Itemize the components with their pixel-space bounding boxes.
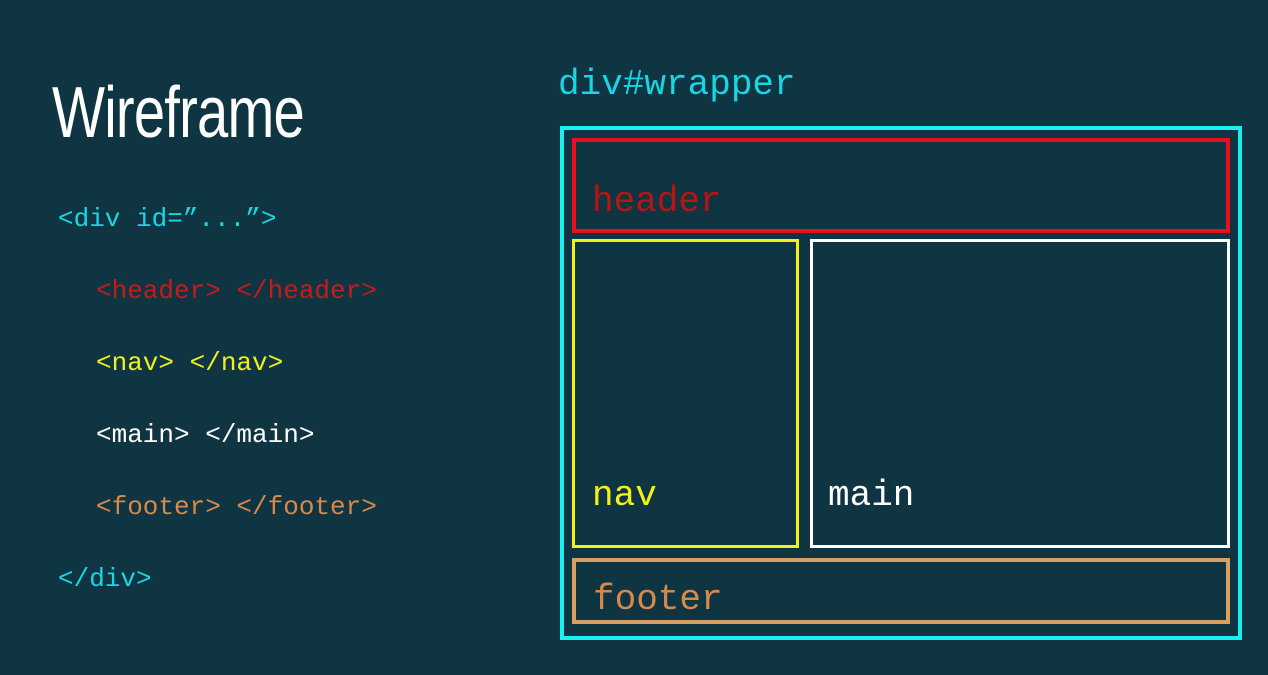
main-box: main xyxy=(810,239,1230,548)
code-line-main: <main> </main> xyxy=(96,420,315,450)
code-line-footer: <footer> </footer> xyxy=(96,492,377,522)
wrapper-box xyxy=(560,126,1242,640)
header-box: header xyxy=(572,138,1230,233)
code-line-div-close: </div> xyxy=(58,564,152,594)
wrapper-label: div#wrapper xyxy=(558,64,796,105)
nav-box-label: nav xyxy=(592,475,657,516)
footer-box: footer xyxy=(572,558,1230,624)
slide-title: Wireframe xyxy=(52,73,305,153)
footer-box-label: footer xyxy=(593,579,723,620)
code-line-div-open: <div id=”...”> xyxy=(58,204,277,234)
header-box-label: header xyxy=(592,181,722,222)
nav-box: nav xyxy=(572,239,799,548)
code-line-header: <header> </header> xyxy=(96,276,377,306)
code-line-nav: <nav> </nav> xyxy=(96,348,284,378)
main-box-label: main xyxy=(828,475,915,516)
